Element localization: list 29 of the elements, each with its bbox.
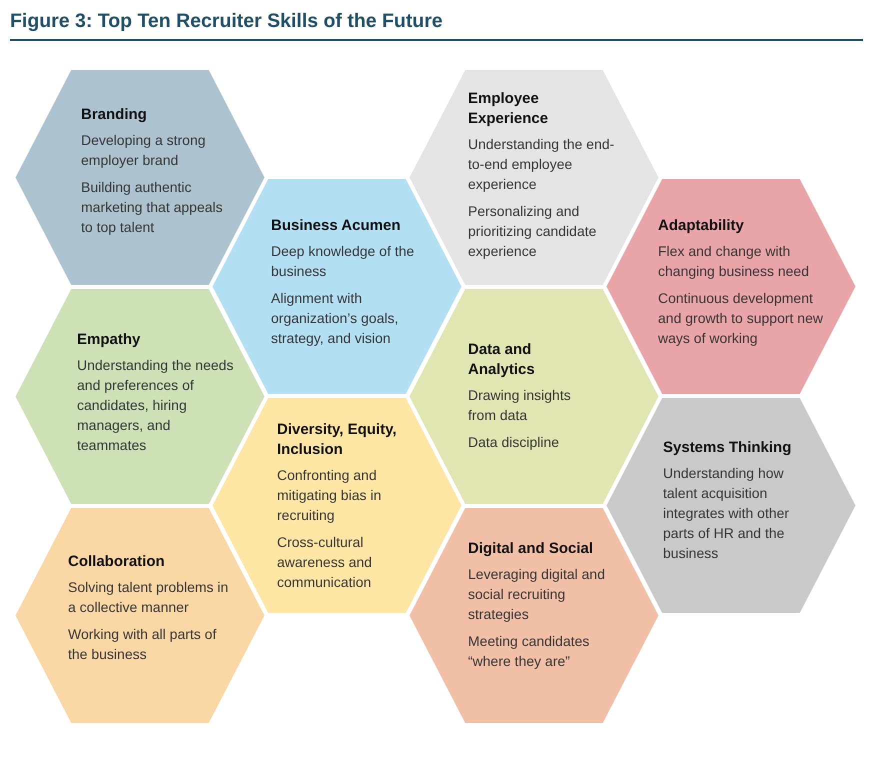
skill-heading: Branding — [81, 105, 147, 125]
skill-description: Developing a strong employer brand — [81, 131, 207, 170]
skill-description: Deep knowledge of the business — [271, 242, 416, 280]
skill-heading: Diversity, Equity, Inclusion — [277, 420, 398, 460]
skill-description: Personalizing and prioritizing candidate experience — [468, 202, 598, 261]
skill-heading: Adaptability — [658, 216, 744, 236]
skill-description: Leveraging digital and social recruiting strategies — [468, 565, 606, 624]
skill-heading: Collaboration — [68, 552, 165, 572]
skill-heading: Data and Analytics — [468, 340, 536, 380]
skill-heading: Systems Thinking — [663, 438, 792, 458]
skill-description: Flex and change with changing business need — [658, 242, 810, 280]
skill-description: Continuous development and growth to support new ways of working — [658, 288, 824, 348]
skill-description: Solving talent problems in a collective manner — [68, 578, 230, 617]
skill-description: Alignment with organization’s goals, strategy, and vision — [271, 288, 400, 348]
skill-description: Understanding the end-to-end employee experience — [468, 135, 616, 194]
figure-title: Figure 3: Top Ten Recruiter Skills of the Future — [10, 9, 443, 33]
skill-heading: Business Acumen — [271, 216, 400, 236]
skill-description: Confronting and mitigating bias in recruiting — [277, 466, 382, 524]
skill-heading: Employee Experience — [468, 89, 550, 129]
skill-description: Data discipline — [468, 433, 560, 452]
skill-description: Meeting candidates “where they are” — [468, 632, 590, 671]
skill-description: Cross-cultural awareness and communication — [277, 532, 373, 592]
skill-description: Building authentic marketing that appeals to top talent — [81, 178, 224, 237]
skill-heading: Empathy — [77, 330, 140, 350]
skill-description: Understanding how talent acquisition integrates with other parts of HR and the business — [663, 464, 790, 563]
skill-description: Understanding the needs and preferences of candidates, hiring managers, and teammates — [77, 356, 234, 454]
skill-description: Drawing insights from data — [468, 386, 572, 425]
skill-heading: Digital and Social — [468, 539, 594, 559]
skill-description: Working with all parts of the business — [68, 625, 218, 664]
